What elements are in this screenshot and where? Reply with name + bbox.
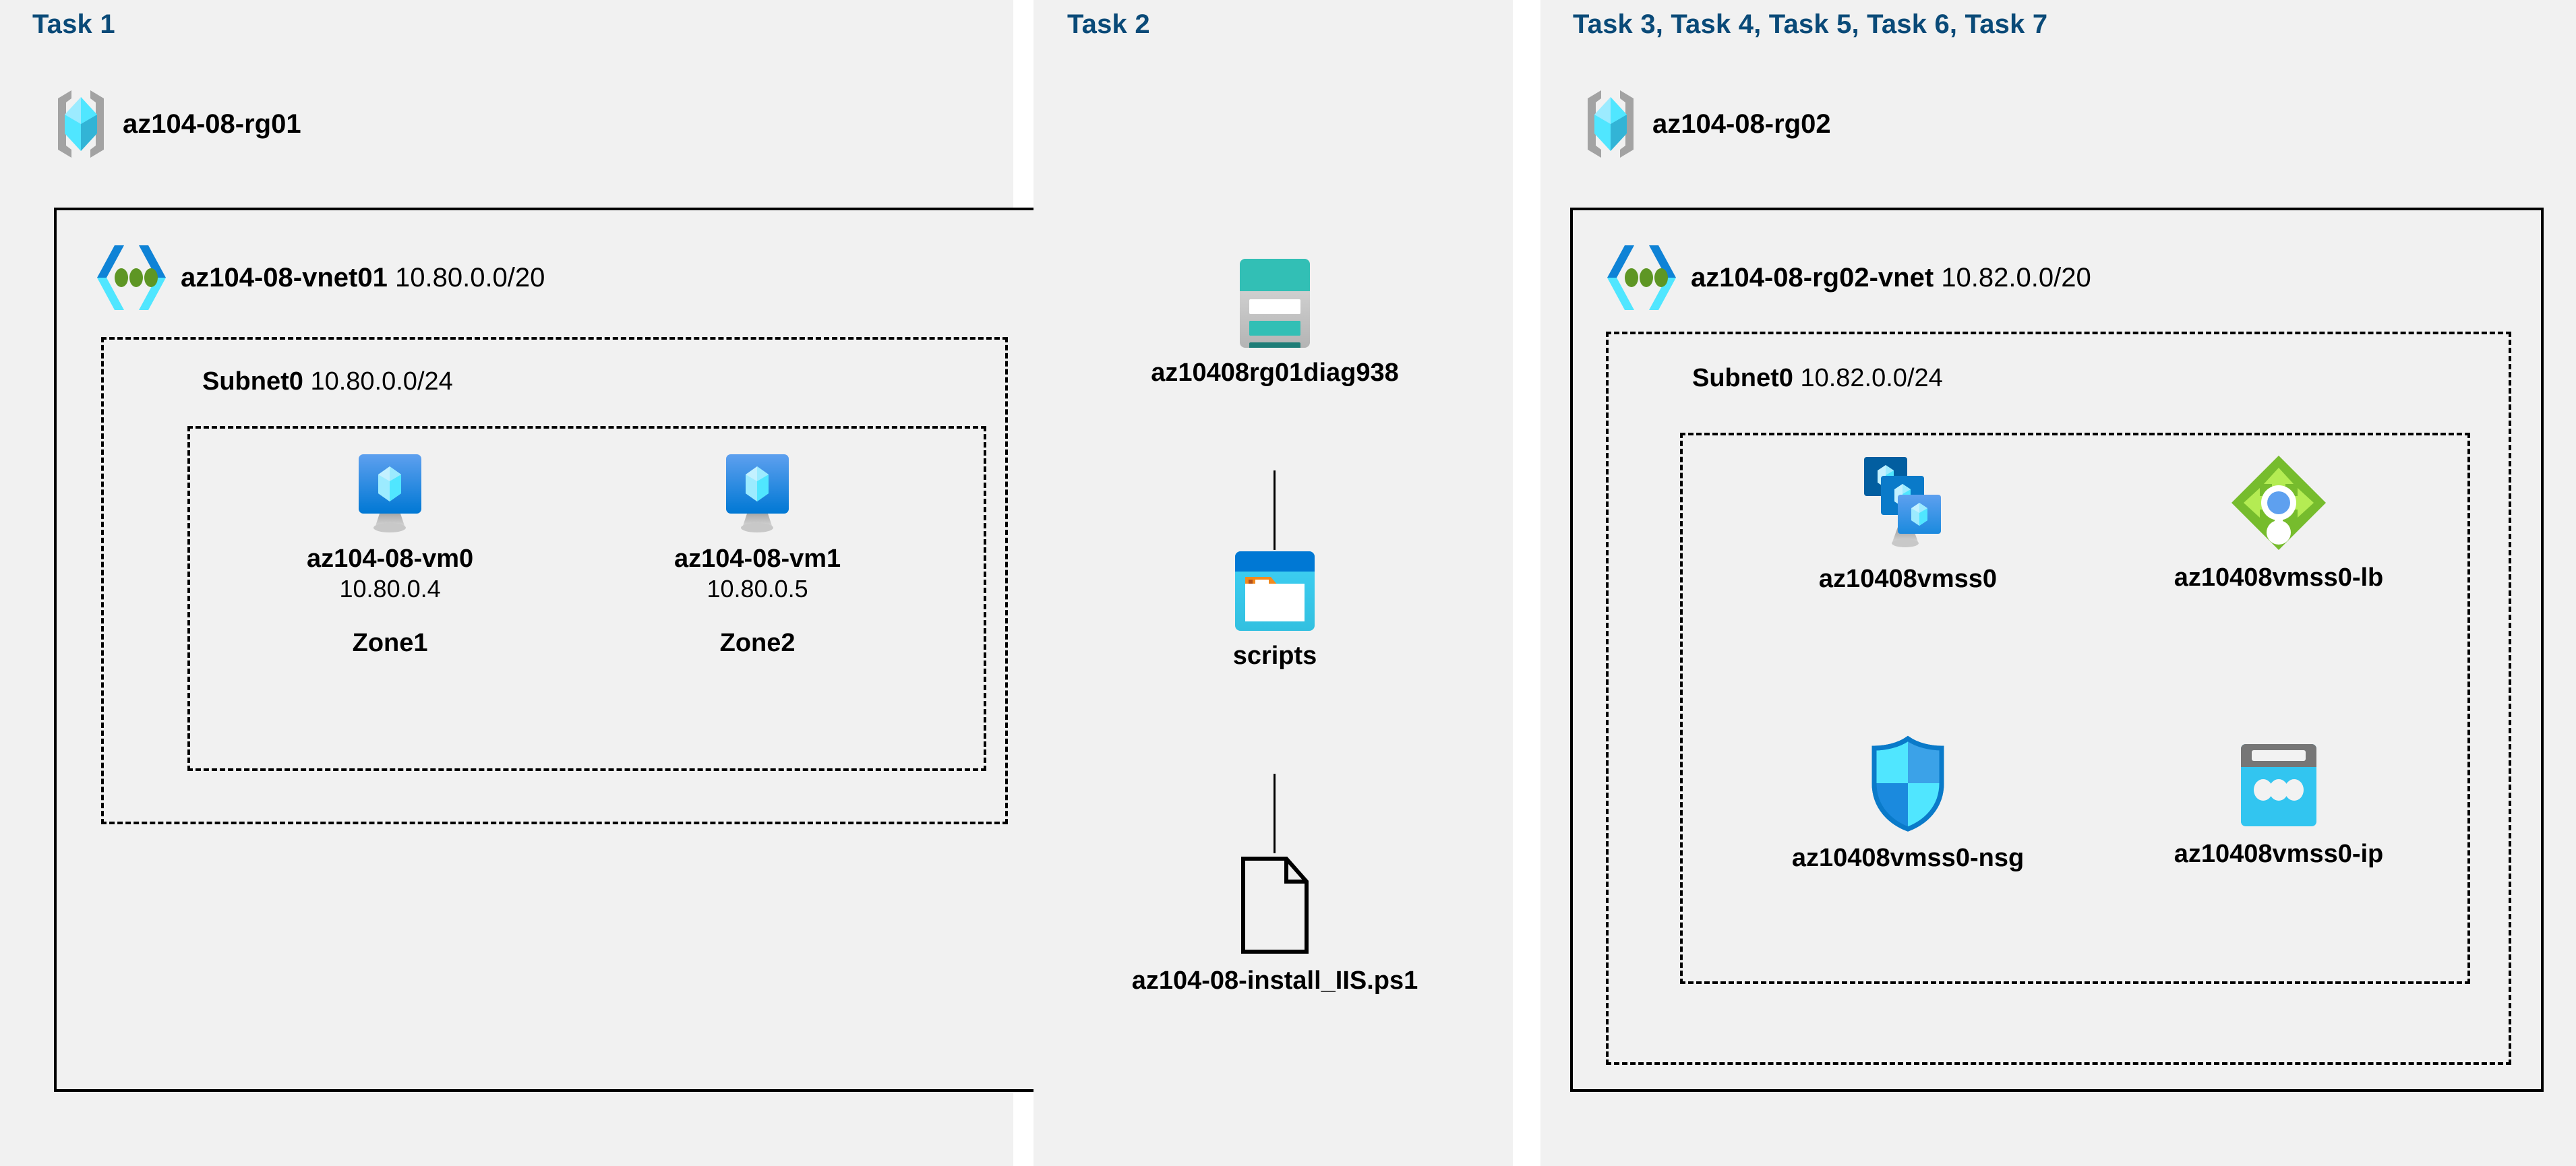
node-label: az10408vmss0-nsg xyxy=(1791,844,2025,872)
vnet-header-rg02-vnet: az104-08-rg02-vnet 10.82.0.0/20 xyxy=(1605,241,2091,314)
node-label: az10408vmss0-lb xyxy=(2174,563,2384,592)
resource-group-icon xyxy=(1581,88,1640,160)
public-ip-address-icon xyxy=(2238,741,2319,829)
vnet-name-and-cidr: az104-08-vnet01 10.80.0.0/20 xyxy=(181,262,545,293)
node-az10408vmss0-lb[interactable]: az10408vmss0-lb xyxy=(2144,453,2414,592)
connector-container-to-file xyxy=(1274,774,1276,853)
panel-title-task-2: Task 2 xyxy=(1067,9,1150,39)
panel-title-task-1: Task 1 xyxy=(32,9,115,39)
virtual-network-icon xyxy=(1605,241,1679,314)
resources-box-task3 xyxy=(1680,433,2470,984)
node-az104-08-vm1[interactable]: az104-08-vm1 10.80.0.5 Zone2 xyxy=(674,452,841,658)
resource-group-icon xyxy=(51,88,111,160)
network-security-group-icon xyxy=(1867,735,1948,833)
load-balancer-icon xyxy=(2229,453,2329,553)
blob-container-icon xyxy=(1235,551,1315,631)
resource-group-header-rg02: az104-08-rg02 xyxy=(1581,88,1831,160)
availability-zone-box-task1 xyxy=(187,426,986,771)
connector-storage-to-container xyxy=(1274,470,1276,550)
node-label: az104-08-vm0 xyxy=(307,545,474,573)
node-az10408vmss0-ip[interactable]: az10408vmss0-ip xyxy=(2144,741,2414,869)
vnet-name-and-cidr: az104-08-rg02-vnet 10.82.0.0/20 xyxy=(1691,262,2091,293)
node-label: scripts xyxy=(1232,642,1317,670)
panel-title-task-3-to-7: Task 3, Task 4, Task 5, Task 6, Task 7 xyxy=(1573,9,2048,39)
resource-group-header-rg01: az104-08-rg01 xyxy=(51,88,301,160)
node-az10408vmss0-nsg[interactable]: az10408vmss0-nsg xyxy=(1760,735,2056,873)
node-ip-address: 10.80.0.4 xyxy=(339,575,441,603)
node-az10408vmss0[interactable]: az10408vmss0 xyxy=(1780,453,2036,594)
node-az104-08-vm0[interactable]: az104-08-vm0 10.80.0.4 Zone1 xyxy=(307,452,473,658)
vnet-box-rg02-vnet xyxy=(1570,208,2544,1092)
subnet-box-task3 xyxy=(1606,332,2511,1065)
virtual-network-icon xyxy=(94,241,169,314)
node-zone-label: Zone2 xyxy=(719,629,796,657)
file-icon xyxy=(1239,855,1311,956)
node-label: az10408vmss0 xyxy=(1818,565,1998,593)
vnet-header-vnet01: az104-08-vnet01 10.80.0.0/20 xyxy=(94,241,545,314)
storage-account-icon xyxy=(1240,259,1310,348)
node-zone-label: Zone1 xyxy=(352,629,428,657)
vm-scale-set-icon xyxy=(1857,453,1958,554)
node-label: az104-08-vm1 xyxy=(674,545,841,573)
node-install-iis-script[interactable]: az104-08-install_IIS.ps1 xyxy=(1108,855,1442,995)
virtual-machine-icon xyxy=(351,452,429,534)
node-label: az104-08-install_IIS.ps1 xyxy=(1131,966,1418,995)
subnet-label-task1: Subnet0 10.80.0.0/24 xyxy=(202,367,453,396)
subnet-label-task3: Subnet0 10.82.0.0/24 xyxy=(1692,364,1943,392)
node-label: az10408rg01diag938 xyxy=(1151,359,1399,387)
node-az10408rg01diag938[interactable]: az10408rg01diag938 xyxy=(1108,259,1442,388)
resource-group-name: az104-08-rg02 xyxy=(1652,109,1831,139)
virtual-machine-icon xyxy=(719,452,796,534)
subnet-box-task1 xyxy=(101,337,1008,824)
resource-group-name: az104-08-rg01 xyxy=(123,109,301,139)
node-ip-address: 10.80.0.5 xyxy=(707,575,808,603)
node-label: az10408vmss0-ip xyxy=(2174,840,2384,868)
node-scripts-container[interactable]: scripts xyxy=(1108,551,1442,671)
